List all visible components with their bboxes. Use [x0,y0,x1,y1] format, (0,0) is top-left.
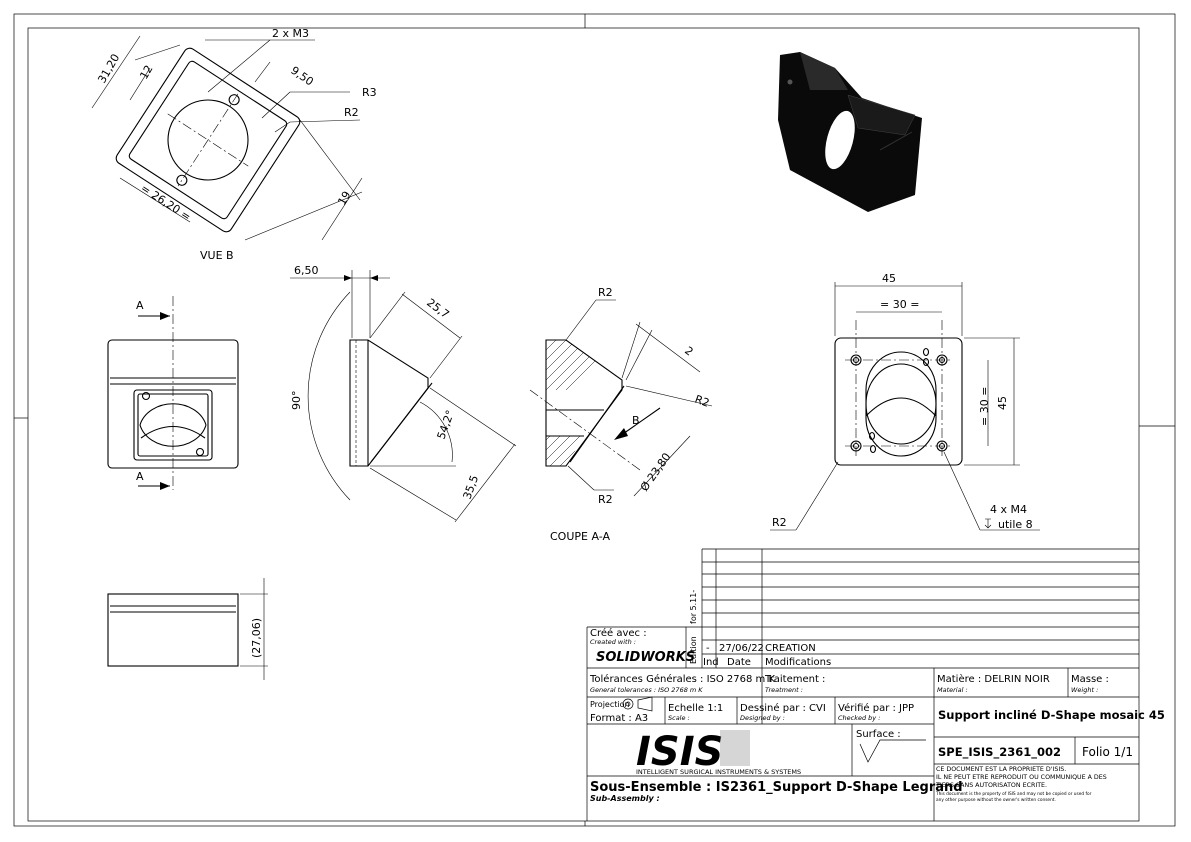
column-ind: Ind [703,657,719,668]
tolerances-en: General tolerances : ISO 2768 m K [590,686,703,694]
dim-r2-section-bottom: R2 [598,493,613,506]
echelle: Echelle 1:1 [668,703,723,714]
cree-avec: Créé avec : [590,627,647,639]
masse: Masse : [1071,674,1109,685]
dim-2-thickness: 2 [682,344,695,359]
designed-by: Designed by : [740,714,785,722]
section-a-a: R2 2 R2 B R2 Ø 23,80 COUPE A-A [529,286,713,543]
dim-950: 9,50 [288,64,316,89]
traitement: Traitement : [764,674,825,685]
sheet-frame [13,13,1176,827]
legal-line-2: IL NE PEUT ETRE REPRODUIT OU COMMUNIQUE … [936,774,1107,781]
section-mark-a-bottom: A [136,470,144,483]
column-modifications: Modifications [765,657,831,668]
dim-r2-section-top: R2 [598,286,613,299]
dim-2706: (27,06) [250,618,263,658]
drawing-title: Support incliné D-Shape mosaic 45 [938,708,1165,722]
dim-r2-vueb: R2 [344,106,359,119]
matiere: Matière : DELRIN NOIR [937,673,1050,685]
format: Format : A3 [590,713,648,724]
dim-542deg: 54,2° [435,408,457,441]
dim-45-top: 45 [882,272,896,285]
section-mark-a-top: A [136,299,144,312]
vue-b-caption: VUE B [200,249,234,262]
legal-line-1: CE DOCUMENT EST LA PROPRIETE D'ISIS. [936,766,1066,773]
dim-12: 12 [137,63,155,82]
tolerances: Tolérances Générales : ISO 2768 m K [589,673,775,685]
revision-index: - [706,643,710,654]
bottom-view: (27,06) [107,578,268,680]
dim-257: 25,7 [424,296,451,321]
created-with: Created with : [590,638,636,646]
material: Material : [937,686,968,694]
dim-45-right: 45 [996,396,1009,410]
dim-diameter-2380: Ø 23,80 [638,451,674,494]
projection-symbol-icon [622,696,653,712]
dim-r3: R3 [362,86,377,99]
isis-logo-lettering: ISIS [636,729,723,775]
software-name: SOLIDWORKS [596,650,695,665]
software-version: for 5.11- [689,590,698,624]
view-b: 2 x M3 31,20 12 9,50 R3 R2 = 26,20 = 19 … [91,27,377,262]
section-caption: COUPE A-A [550,530,610,543]
edition-label: Edition [689,636,698,664]
dim-650: 6,50 [294,264,319,277]
dim-r2-section-mid: R2 [693,393,711,410]
treatment: Treatment : [765,686,803,694]
dim-utile-8: utile 8 [998,518,1033,531]
legal-line-4: This document is the property of ISIS an… [935,791,1092,797]
dim-2xm3: 2 x M3 [272,27,309,40]
dim-19: 19 [335,189,353,208]
dim-30-right: = 30 = [978,387,991,426]
projection-label: Projection [590,700,630,709]
surface-finish-icon [859,739,926,763]
revision-modification: CREATION [765,643,816,654]
dim-4xm4: 4 x M4 [990,503,1027,516]
sous-ensemble: Sous-Ensemble : IS2361_Support D-Shape L… [590,780,963,795]
surface-label: Surface : [856,729,901,740]
dim-90deg: 90° [290,391,303,411]
folio: Folio 1/1 [1082,745,1133,759]
side-view: 6,50 25,7 90° 54,2° 35,5 [290,264,517,523]
column-date: Date [727,657,751,668]
flange-view: 45 = 30 = = 30 = 45 R2 4 x M4 utile 8 [770,272,1040,531]
weight: Weight : [1071,686,1098,694]
dim-r2-flange: R2 [772,516,787,529]
verifie-par: Vérifié par : JPP [838,702,914,714]
checked-by: Checked by : [838,714,880,722]
front-view: A A [107,296,239,490]
scale: Scale : [668,714,690,722]
sub-assembly: Sub-Assembly : [590,794,660,803]
legal-line-3: TIERS SANS AUTORISATON ECRITE. [935,782,1047,789]
dim-2620: = 26,20 = [138,182,193,224]
isometric-part-render [778,52,922,212]
dessine-par: Dessiné par : CVI [740,702,826,714]
isis-logo: ISIS INTELLIGENT SURGICAL INSTRUMENTS & … [636,729,801,776]
legal-line-5: any other purpose without the owner's wr… [936,797,1056,803]
drawing-number: SPE_ISIS_2361_002 [938,745,1061,760]
dim-30-top: = 30 = [880,298,919,311]
revision-date: 27/06/22 [719,643,764,654]
dim-355: 35,5 [461,474,482,501]
title-block: Créé avec : Created with : SOLIDWORKS Ed… [586,548,1165,821]
logo-caption: INTELLIGENT SURGICAL INSTRUMENTS & SYSTE… [636,768,801,776]
view-arrow-b: B [632,414,640,427]
